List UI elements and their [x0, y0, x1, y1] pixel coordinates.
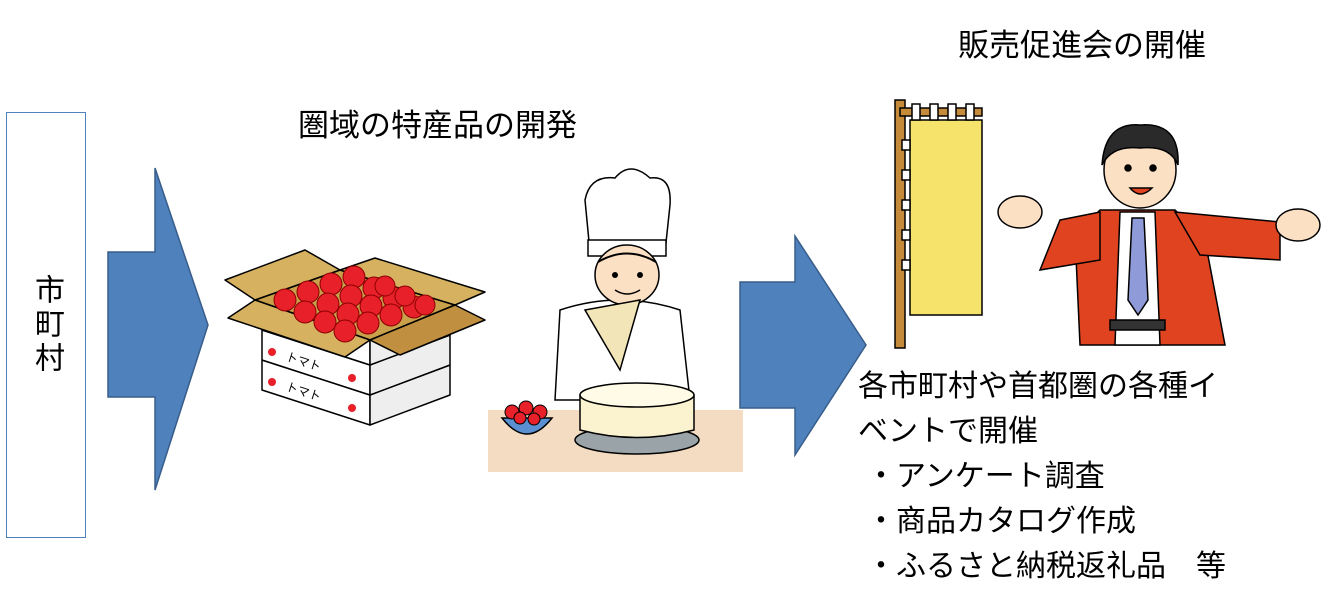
bullet-catalog: ・商品カタログ作成	[866, 504, 1136, 539]
salesman-illustration	[997, 124, 1321, 346]
bullet-furusato: ・ふるさと納税返礼品 等	[866, 549, 1226, 584]
stage2-description: 各市町村や首都圏の各種イ ベントで開催 ・アンケート調査 ・商品カタログ作成 ・…	[858, 364, 1226, 589]
bullet-survey: ・アンケート調査	[866, 459, 1105, 494]
pastry-chef-illustration	[488, 168, 743, 472]
city-label: 市町村	[29, 274, 64, 376]
stage2-title: 販売促進会の開催	[958, 28, 1206, 64]
city-box: 市町村	[6, 112, 86, 538]
description-line-1: 各市町村や首都圏の各種イ	[858, 369, 1218, 404]
right-arrow-icon	[107, 167, 209, 491]
stage1-title: 圏域の特産品の開発	[298, 108, 577, 144]
nobori-banner-illustration	[894, 99, 983, 349]
description-line-2: ベントで開催	[858, 414, 1038, 449]
right-arrow-icon	[739, 233, 867, 458]
tomatoes	[273, 265, 436, 343]
